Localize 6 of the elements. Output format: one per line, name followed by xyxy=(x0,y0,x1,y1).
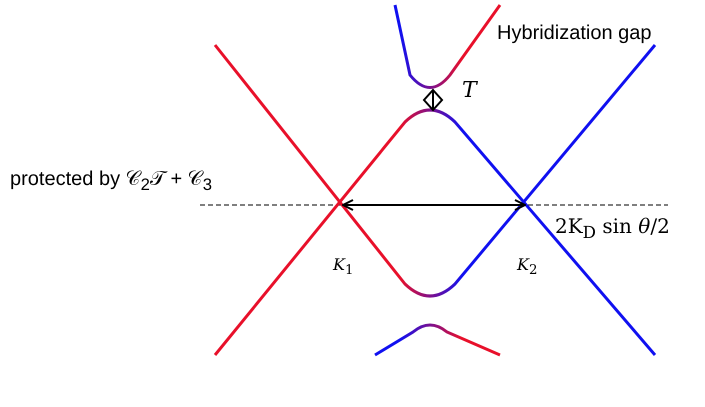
point-label: K$_{1}$ xyxy=(333,255,354,278)
gap-label: Hybridization gap xyxy=(497,22,652,45)
coupling-label: T xyxy=(462,78,477,103)
point-label: K$_{2}$ xyxy=(517,255,538,278)
protection-label: protected by 𝒞$_{2}$𝒯 + 𝒞$_{3}$ xyxy=(10,168,212,195)
separation-label: 2K$_{D}$ sin θ/2 xyxy=(555,214,670,242)
